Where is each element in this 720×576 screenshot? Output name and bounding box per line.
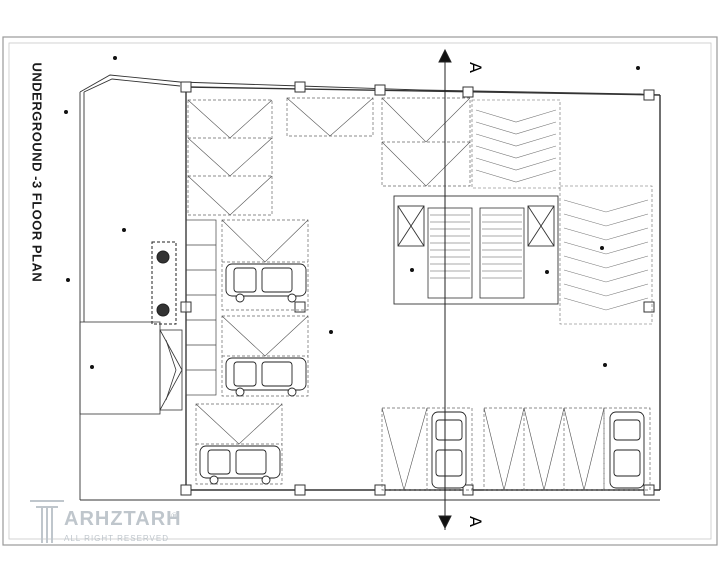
- parking-triangles: [187, 97, 471, 216]
- brand-registered-mark: ®: [170, 512, 179, 522]
- stair-enclosure: [427, 207, 525, 299]
- stair-core: [393, 195, 559, 305]
- ramp-hatched-right: [559, 185, 653, 325]
- section-mark-bottom: A: [465, 516, 485, 527]
- car-icon: [225, 357, 307, 397]
- drawing-title: UNDERGROUND -3 FLOOR PLAN: [29, 62, 45, 283]
- level-markers: [64, 56, 640, 369]
- parking-triangles-bottom: [381, 407, 605, 492]
- car-icon: [199, 445, 281, 485]
- stair-treads: [430, 214, 522, 279]
- ramp-hatched-right-marks: [563, 199, 649, 311]
- entrance-ramp: [79, 321, 183, 415]
- brand-logo-icon: [30, 500, 64, 543]
- car-icon: [431, 411, 467, 489]
- parking-triangles-left: [195, 219, 309, 445]
- parking-bays-left-column: [195, 219, 309, 485]
- parking-bays-top-left: [187, 97, 471, 216]
- section-mark-top: A: [465, 62, 485, 73]
- car-icon: [225, 263, 307, 303]
- ramp-hatched-top-marks: [475, 109, 557, 183]
- brand-tagline: ALL RIGHT RESERVED: [64, 534, 169, 543]
- ramp-hatched-top: [471, 99, 561, 189]
- storage-strip: [185, 219, 217, 396]
- site-boundary: [79, 74, 660, 501]
- section-line: [438, 48, 452, 530]
- drawing-inner-frame: [8, 42, 712, 540]
- drawing-frame: [2, 36, 718, 546]
- brand-name: ARHZTARH: [64, 508, 182, 530]
- car-icon: [609, 411, 645, 489]
- pump-equipment: [151, 241, 177, 325]
